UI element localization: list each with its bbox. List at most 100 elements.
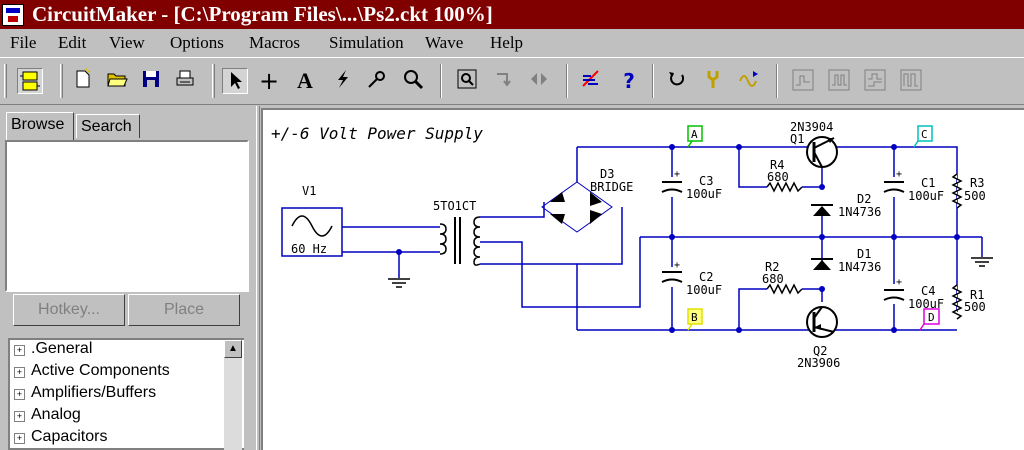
lightning-tool-button[interactable] [330, 68, 356, 94]
new-file-button[interactable] [70, 68, 96, 94]
capacitor-c4[interactable]: + C4 100uF [883, 277, 944, 311]
rotate-button[interactable] [490, 68, 516, 94]
q1-name: Q1 [790, 132, 804, 146]
menu-edit[interactable]: Edit [58, 33, 87, 52]
capacitor-c3[interactable]: + C3 100uF [661, 169, 722, 201]
wire-tool-button[interactable]: + [256, 68, 282, 94]
resistor-r3[interactable]: R3 500 [951, 173, 986, 209]
transistor-q2[interactable]: Q2 2N3906 [797, 306, 840, 370]
browse-list[interactable] [5, 140, 249, 292]
window-title: CircuitMaker - [C:\Program Files\...\Ps2… [32, 2, 493, 26]
trace-2-button[interactable] [826, 68, 852, 94]
tree-item-general[interactable]: + .General [14, 340, 92, 358]
node-label-d[interactable]: D [919, 308, 940, 331]
panel-splitter[interactable] [256, 106, 260, 450]
bridge-d3[interactable]: D3 BRIDGE [541, 167, 633, 233]
q2-part: 2N3906 [797, 356, 840, 370]
zoom-tool-button[interactable] [400, 68, 426, 94]
tree-item-label: Capacitors [31, 428, 108, 445]
print-button[interactable] [172, 68, 198, 94]
library-tree[interactable]: + .General +Active Components +Amplifiers… [8, 338, 244, 450]
tree-item-analog[interactable]: +Analog [14, 406, 81, 424]
menu-wave[interactable]: Wave [425, 33, 464, 52]
c1-value: 100uF [908, 189, 944, 203]
capacitor-c2[interactable]: + C2 100uF [661, 260, 722, 297]
analog-probe-icon [707, 71, 719, 88]
capacitor-c1[interactable]: + C1 100uF [883, 169, 944, 203]
toolbar-grip-2[interactable] [60, 64, 63, 98]
menu-file[interactable]: File [10, 33, 37, 52]
node-a-text: A [691, 128, 698, 141]
mirror-button[interactable] [526, 68, 552, 94]
toolbar-grip-3[interactable] [212, 64, 215, 98]
trace-4-button[interactable] [898, 68, 924, 94]
node-label-a[interactable]: A [687, 125, 703, 148]
open-button[interactable] [104, 68, 130, 94]
resistor-r2[interactable]: R2 680 [762, 260, 803, 295]
tree-scrollbar[interactable]: ▲ [224, 340, 242, 450]
tree-item-label: .General [31, 340, 93, 357]
menu-simulation[interactable]: Simulation [329, 33, 404, 52]
reset-button[interactable] [664, 68, 690, 94]
node-c-text: C [921, 128, 928, 141]
text-tool-button[interactable]: A [292, 68, 318, 94]
save-disk-icon [143, 71, 159, 87]
menu-view[interactable]: View [109, 33, 145, 52]
scroll-up-arrow-icon[interactable]: ▲ [224, 340, 242, 358]
zener-diode-d2[interactable]: D2 1N4736 [811, 192, 881, 219]
expand-plus-icon[interactable]: + [14, 345, 25, 356]
v1-source[interactable]: V1 60 Hz [281, 184, 343, 257]
component-toggle-icon [20, 71, 40, 91]
zener-diode-d1[interactable]: D1 1N4736 [811, 247, 881, 274]
tab-browse[interactable]: Browse [6, 112, 74, 140]
expand-plus-icon[interactable]: + [14, 433, 25, 444]
c2-value: 100uF [686, 283, 722, 297]
analog-probe-button[interactable] [700, 68, 726, 94]
c2-plus: + [674, 260, 680, 271]
r3-name: R3 [970, 176, 984, 190]
help-button[interactable]: ? [616, 68, 642, 94]
node-label-b[interactable]: B [687, 308, 703, 331]
place-button[interactable]: Place [128, 294, 240, 326]
menu-macros[interactable]: Macros [249, 33, 300, 52]
node-label-c[interactable]: C [913, 125, 933, 148]
tree-item-active-components[interactable]: +Active Components [14, 362, 170, 380]
tree-item-capacitors[interactable]: + Capacitors [14, 428, 107, 446]
menu-options[interactable]: Options [170, 33, 224, 52]
component-toggle-button[interactable] [17, 68, 43, 94]
digital-sim-button[interactable] [578, 68, 604, 94]
hotkey-button[interactable]: Hotkey... [13, 294, 125, 326]
zoom-fit-button[interactable] [454, 68, 480, 94]
trace-3-button[interactable] [862, 68, 888, 94]
expand-plus-icon[interactable]: + [14, 411, 25, 422]
tree-item-amplifiers[interactable]: +Amplifiers/Buffers [14, 384, 156, 402]
waveform-button[interactable] [736, 68, 762, 94]
resistor-r1[interactable]: R1 500 [951, 284, 986, 320]
d1-name: D1 [857, 247, 871, 261]
toolbar-separator-2 [566, 64, 568, 98]
crosshair-plus-icon: + [258, 67, 280, 95]
expand-plus-icon[interactable]: + [14, 389, 25, 400]
wire-lightning-icon [338, 70, 348, 88]
transistor-q1[interactable]: 2N3904 Q1 [790, 120, 838, 168]
bridge-name: D3 [600, 167, 614, 181]
resistor-r4[interactable]: R4 680 [766, 158, 803, 193]
menu-help[interactable]: Help [490, 33, 524, 52]
tab-search[interactable]: Search [76, 114, 140, 138]
mirror-icon [531, 73, 547, 85]
ground-symbol-2 [971, 257, 993, 267]
save-button[interactable] [138, 68, 164, 94]
arrow-tool-button[interactable] [222, 68, 248, 94]
probe-tool-button[interactable] [364, 68, 390, 94]
trace-1-button[interactable] [790, 68, 816, 94]
expand-plus-icon[interactable]: + [14, 367, 25, 378]
transformer-5to1ct[interactable]: 5TO1CT [433, 199, 481, 266]
r4-value: 680 [767, 170, 789, 184]
r2-value: 680 [762, 272, 784, 286]
c1-plus: + [896, 169, 902, 180]
junction-dots [396, 144, 960, 333]
schematic-canvas[interactable]: +/-6 Volt Power Supply [261, 108, 1024, 450]
app-icon[interactable] [2, 4, 24, 26]
toolbar-grip[interactable] [4, 64, 7, 98]
ground-symbol-1 [388, 278, 410, 288]
